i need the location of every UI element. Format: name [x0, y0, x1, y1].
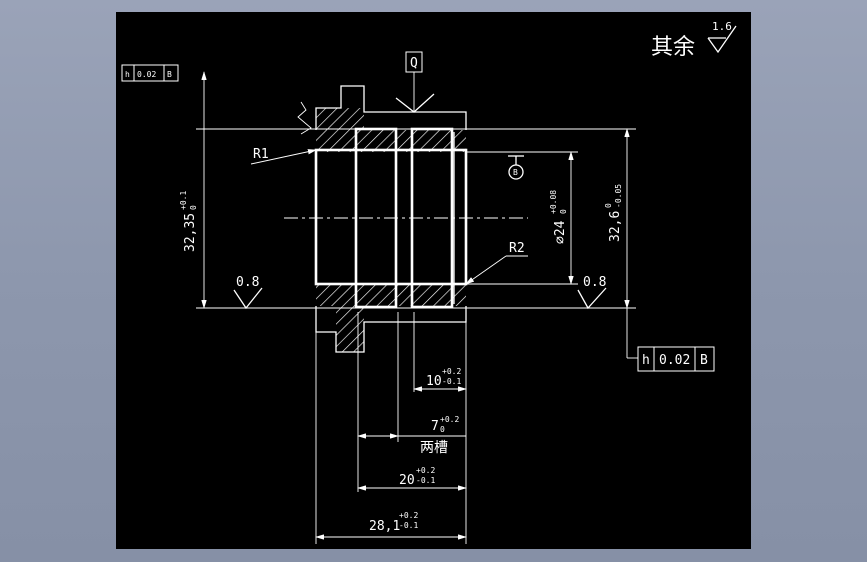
- top-flange-outline: [315, 85, 467, 130]
- dim-dia-24-nominal: ∅24: [553, 220, 568, 244]
- datum-q-roughness-icon: [395, 93, 435, 113]
- tolerance-frame-right-border: [637, 346, 715, 372]
- dim-20-nominal: 20: [399, 473, 415, 488]
- dim-7-lower: 0: [440, 425, 445, 434]
- radius-r1: R1: [250, 147, 317, 165]
- general-roughness-value: 1.6: [712, 20, 732, 33]
- tolerance-left-datum: B: [167, 70, 172, 79]
- drawing-sheet: 其余 1.6 h 0.02 B h 0.02 B Q B: [116, 12, 751, 549]
- part-top-section: [297, 85, 467, 152]
- dim-32-35-upper: +0.1: [179, 191, 188, 210]
- dim-32-6-upper: 0: [604, 203, 613, 208]
- roughness-left-value: 0.8: [236, 275, 259, 290]
- dim-dia-24-upper: +0.08: [549, 190, 558, 214]
- top-flange-hatch: [316, 108, 364, 130]
- tolerance-right-symbol: h: [642, 353, 650, 368]
- bottom-flange-outline: [315, 306, 467, 353]
- top-wall-hatch: [316, 130, 466, 152]
- dim-7-note: 两槽: [420, 440, 448, 456]
- roughness-right-icon: [577, 287, 607, 310]
- cad-drawing: 其余 1.6 h 0.02 B h 0.02 B Q B: [121, 20, 737, 544]
- r2-label: R2: [509, 241, 525, 256]
- dim-10-nominal: 10: [426, 374, 442, 389]
- r1-leader: [250, 149, 317, 165]
- tolerance-right-datum: B: [700, 353, 708, 368]
- general-roughness-note: 其余 1.6: [651, 20, 737, 60]
- dim-32-35-nominal: 32,35: [183, 213, 198, 252]
- tolerance-frame-right: h 0.02 B: [626, 304, 715, 372]
- dim-28-1-nominal: 28,1: [369, 519, 400, 534]
- dim-32-35: 32,35 +0.1 0: [179, 71, 207, 309]
- tolerance-right-value: 0.02: [659, 353, 690, 368]
- bottom-flange-hatch: [336, 306, 364, 352]
- dim-dia-24-lower: 0: [559, 209, 568, 214]
- roughness-right: 0.8: [577, 275, 607, 310]
- r1-label: R1: [253, 147, 269, 162]
- dim-28-1: 28,1 +0.2 -0.1: [315, 511, 467, 540]
- bore-outline: [314, 148, 468, 286]
- roughness-left: 0.8: [233, 275, 263, 310]
- datum-b: B: [508, 155, 524, 180]
- roughness-right-value: 0.8: [583, 275, 606, 290]
- dim-32-6-lower: -0.05: [614, 184, 623, 208]
- tolerance-frame-left-border: [121, 64, 179, 82]
- dim-20: 20 +0.2 -0.1: [357, 466, 467, 491]
- dim-7-nominal: 7: [431, 419, 439, 434]
- extension-lines: [196, 128, 636, 544]
- dim-32-6-nominal: 32,6: [608, 211, 623, 242]
- bottom-wall-hatch: [316, 284, 466, 306]
- dim-7: 7 +0.2 0 两槽: [357, 415, 466, 456]
- dim-28-1-lower: -0.1: [399, 521, 418, 530]
- dim-dia-24: ∅24 +0.08 0: [549, 151, 574, 285]
- dim-7-upper: +0.2: [440, 415, 459, 424]
- tolerance-left-symbol: h: [125, 70, 130, 79]
- dim-10-upper: +0.2: [442, 367, 461, 376]
- datum-b-label: B: [513, 168, 518, 177]
- radius-r2: R2: [465, 241, 528, 285]
- datum-b-circle: [508, 164, 524, 180]
- part-bottom-section: [315, 284, 467, 353]
- dim-32-35-lower: 0: [189, 205, 198, 210]
- tolerance-left-value: 0.02: [137, 70, 156, 79]
- dim-20-lower: -0.1: [416, 476, 435, 485]
- dim-28-1-upper: +0.2: [399, 511, 418, 520]
- datum-q-label: Q: [410, 56, 418, 71]
- roughness-symbol-icon: [707, 25, 737, 54]
- tolerance-frame-left: h 0.02 B: [121, 64, 179, 82]
- dim-10-lower: -0.1: [442, 377, 461, 386]
- general-note-text: 其余: [651, 35, 695, 60]
- dim-32-6: 32,6 0 -0.05: [604, 128, 630, 309]
- dim-20-upper: +0.2: [416, 466, 435, 475]
- roughness-left-icon: [233, 287, 263, 310]
- r2-leader: [465, 255, 507, 285]
- datum-q: Q: [395, 51, 435, 113]
- break-line-top: [297, 101, 312, 135]
- dim-10: 10 +0.2 -0.1: [413, 367, 467, 392]
